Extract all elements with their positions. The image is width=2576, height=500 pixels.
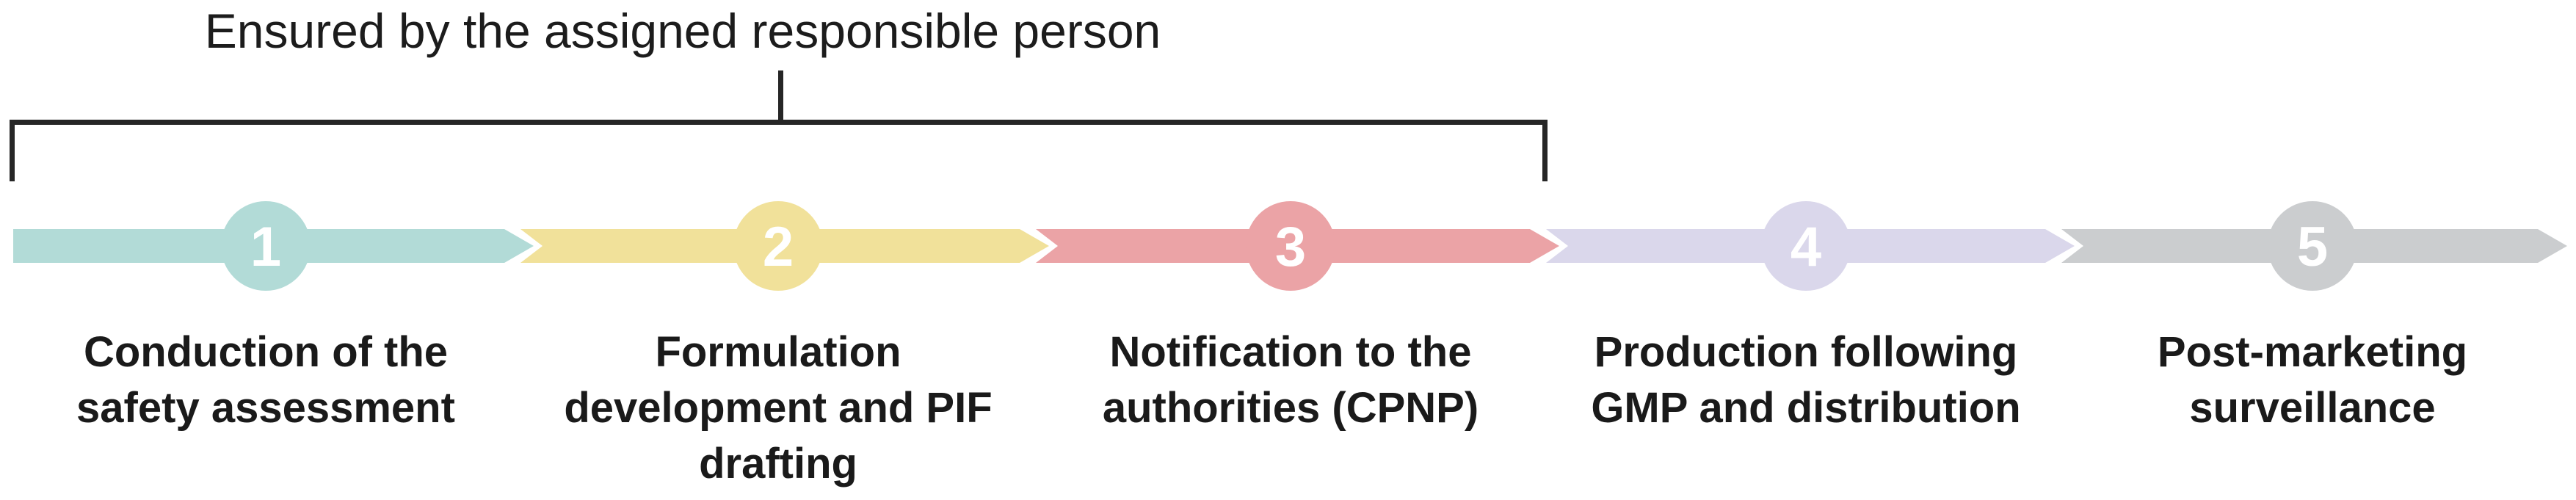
step-5-circle [2268,201,2357,291]
step-4-circle [1761,201,1851,291]
step-4-label: Production following GMP and distributio… [1556,325,2056,436]
step-4-label-line: GMP and distribution [1591,384,2021,432]
timeline-arrows: 1 2 3 4 5 [13,201,2567,291]
step-2-number: 2 [763,216,794,278]
step-3-label: Notification to the authorities (CPNP) [1041,325,1540,436]
step-2-arrow: 2 [520,201,1049,291]
step-1-number: 1 [250,216,281,278]
step-3-label-line: Notification to the [1109,328,1472,376]
step-2-circle [733,201,823,291]
step-4-label-line: Production following [1594,328,2018,376]
step-5-arrow: 5 [2061,201,2567,291]
step-2-label-line: drafting [699,440,857,488]
step-3-number: 3 [1275,216,1306,278]
step-2-label-line: development and PIF [564,384,993,432]
step-1-label: Conduction of the safety assessment [16,325,515,436]
step-5-label-line: Post-marketing [2157,328,2468,376]
step-1-circle [221,201,311,291]
bracket-annotation-label: Ensured by the assigned responsible pers… [204,4,1161,58]
step-3-circle [1246,201,1335,291]
step-2-label: Formulation development and PIF drafting [529,325,1028,492]
step-4-arrow: 4 [1546,201,2075,291]
step-2-label-line: Formulation [655,328,901,376]
step-4-number: 4 [1790,216,1821,278]
step-1-arrow: 1 [13,201,534,291]
step-3-arrow: 3 [1036,201,1559,291]
bracket-left-tick [10,120,15,181]
step-5-number: 5 [2297,216,2328,278]
step-1-label-line: safety assessment [76,384,455,432]
step-1-label-line: Conduction of the [83,328,449,376]
bracket-top-line [10,120,1548,125]
bracket-connector-line [778,70,783,123]
step-5-label: Post-marketing surveillance [2063,325,2562,436]
step-5-label-line: surveillance [2189,384,2436,432]
step-3-label-line: authorities (CPNP) [1102,384,1479,432]
bracket-right-tick [1542,120,1548,181]
